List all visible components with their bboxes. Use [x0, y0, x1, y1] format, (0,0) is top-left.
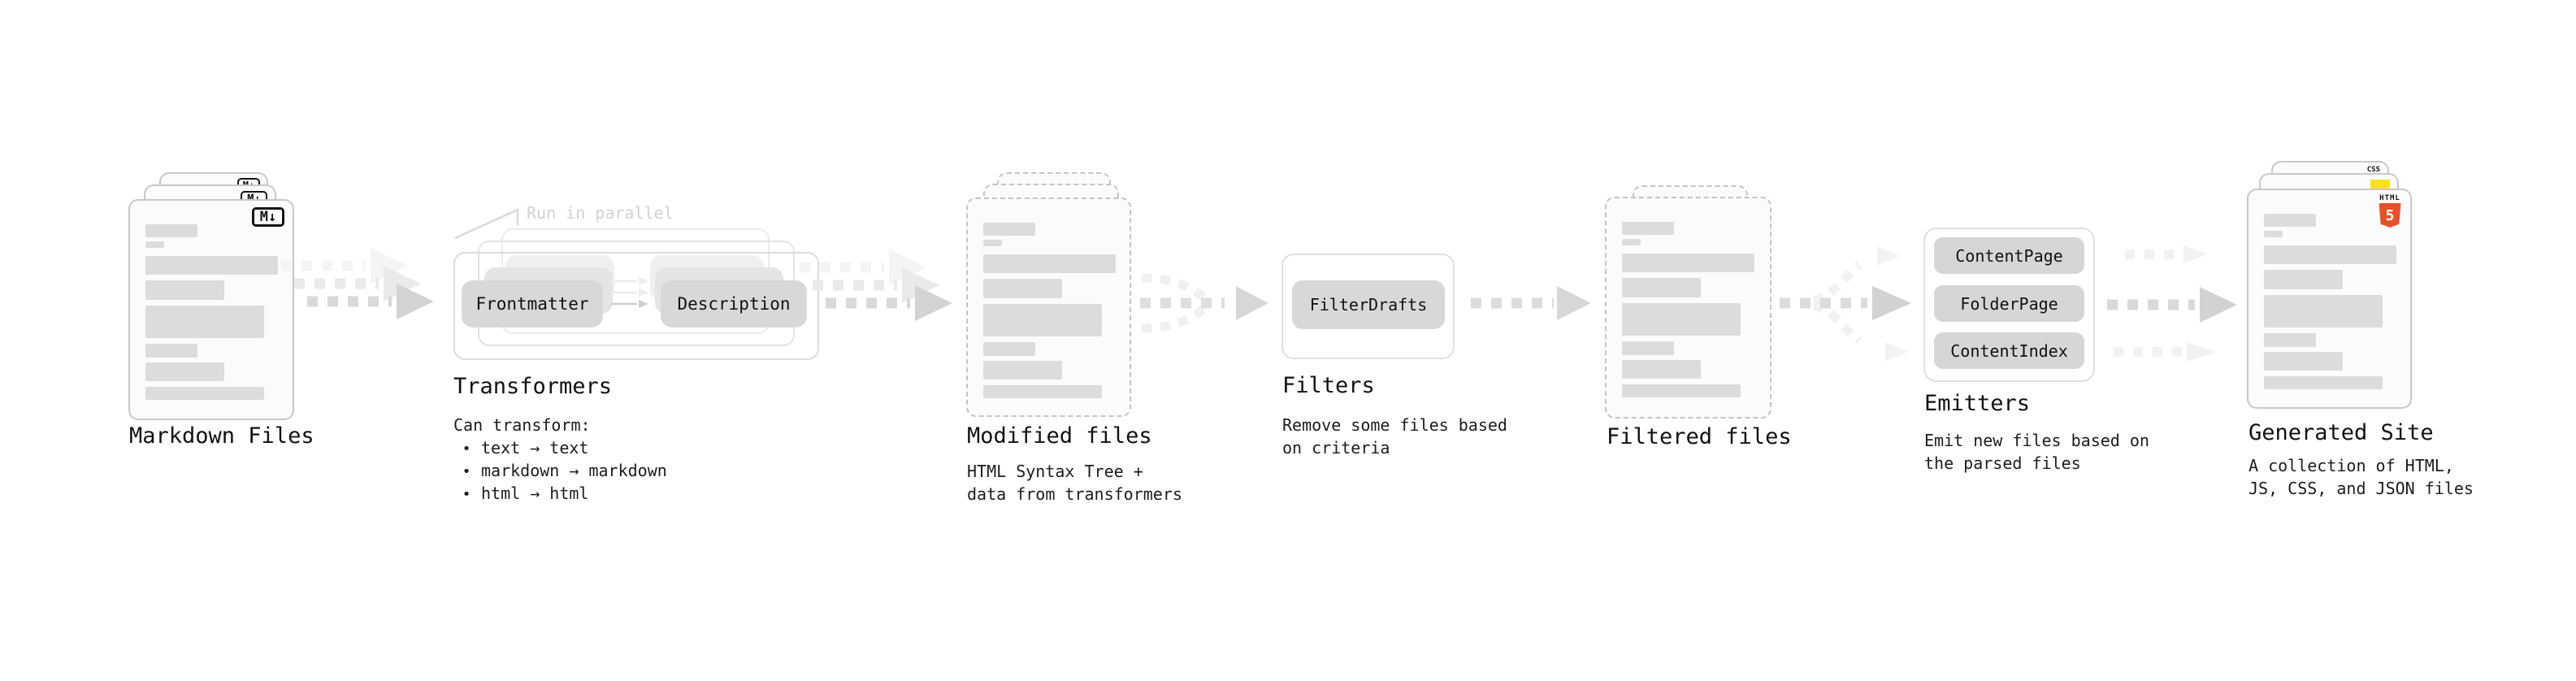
bullet-item: • text → text	[460, 437, 667, 460]
modified-file-card-front	[966, 197, 1131, 417]
doc-line	[983, 254, 1116, 273]
js-icon	[2370, 180, 2390, 191]
doc-line	[2264, 352, 2343, 371]
frontmatter-node: Frontmatter	[462, 280, 603, 327]
parallel-arrows-icon	[611, 277, 648, 308]
bullet-icon: •	[462, 486, 471, 503]
desc-line: HTML Syntax Tree +	[967, 462, 1143, 481]
desc-line: the parsed files	[1924, 453, 2081, 473]
doc-line	[1622, 341, 1674, 355]
doc-line	[2264, 376, 2383, 389]
transformers-desc-title: Can transform:	[453, 415, 591, 435]
doc-line	[145, 344, 197, 358]
doc-line	[983, 279, 1062, 298]
run-in-parallel-note: Run in parallel	[527, 203, 674, 223]
dashed-arrow-icon	[281, 248, 434, 319]
doc-skeleton-lines	[2264, 214, 2396, 389]
doc-line	[1622, 303, 1741, 336]
doc-line	[1622, 360, 1701, 379]
doc-skeleton-lines	[983, 223, 1116, 398]
contentpage-node: ContentPage	[1934, 237, 2084, 274]
merge-arrow-icon	[1140, 273, 1268, 333]
filters-label: Filters	[1282, 373, 1375, 398]
bullet-text: html → html	[481, 484, 589, 503]
markdown-icon: M↓	[252, 207, 284, 227]
desc-line: Remove some files based	[1282, 415, 1507, 435]
desc-line: A collection of HTML,	[2249, 456, 2454, 475]
filtered-file-card-front	[1605, 197, 1772, 419]
triple-dashed-arrow-icon	[2107, 245, 2237, 362]
doc-line	[2264, 333, 2316, 347]
doc-line	[145, 387, 264, 400]
doc-line	[1622, 384, 1741, 397]
doc-line	[983, 385, 1102, 398]
doc-line	[1622, 239, 1641, 245]
filtered-files-label: Filtered files	[1607, 424, 1792, 449]
generated-site-label: Generated Site	[2249, 420, 2434, 445]
annotation-connector-line	[454, 208, 519, 240]
html-file-card: HTML 5	[2247, 189, 2412, 409]
doc-line	[2264, 245, 2396, 264]
doc-skeleton-lines	[145, 224, 278, 400]
transformer-run-layer-front	[453, 252, 819, 360]
fanout-arrow-icon	[1780, 246, 1911, 362]
desc-line: JS, CSS, and JSON files	[2249, 479, 2474, 498]
bullet-text: markdown → markdown	[481, 461, 667, 480]
bullet-item: • html → html	[460, 483, 667, 505]
bullet-icon: •	[462, 463, 471, 480]
doc-line	[1622, 278, 1701, 297]
doc-skeleton-lines	[1622, 222, 1754, 397]
doc-line	[145, 256, 278, 275]
transformers-bullet-list: • text → text • markdown → markdown • html …	[460, 437, 667, 505]
desc-line: on criteria	[1282, 438, 1390, 458]
markdown-file-card-front: M↓	[128, 199, 294, 420]
doc-line	[145, 280, 224, 300]
modified-files-label: Modified files	[967, 423, 1152, 449]
dashed-arrow-icon	[800, 249, 952, 321]
html5-icon-shield: 5	[2379, 203, 2401, 228]
dashed-arrow-icon	[1471, 286, 1591, 320]
doc-line	[2264, 214, 2316, 227]
doc-line	[983, 223, 1035, 236]
doc-line	[983, 240, 1002, 246]
doc-line	[1622, 222, 1674, 235]
doc-line	[983, 361, 1062, 380]
desc-line: Emit new files based on	[1924, 431, 2149, 450]
doc-line	[983, 304, 1102, 336]
doc-line	[145, 241, 164, 248]
bullet-icon: •	[462, 440, 471, 458]
bullet-text: text → text	[481, 438, 589, 458]
bullet-item: • markdown → markdown	[460, 460, 667, 483]
doc-line	[2264, 231, 2283, 237]
contentindex-node: ContentIndex	[1934, 332, 2084, 369]
modified-files-desc: HTML Syntax Tree + data from transformer…	[967, 460, 1182, 505]
doc-line	[145, 224, 197, 237]
html5-icon-word: HTML	[2379, 194, 2400, 202]
emitters-desc: Emit new files based on the parsed files	[1924, 429, 2149, 475]
doc-line	[2264, 270, 2343, 289]
doc-line	[145, 306, 264, 338]
doc-line	[1622, 254, 1754, 272]
markdown-files-label: Markdown Files	[129, 423, 314, 449]
filterdrafts-node: FilterDrafts	[1292, 280, 1445, 329]
doc-line	[2264, 295, 2383, 327]
transformers-label: Transformers	[453, 374, 613, 399]
desc-line: data from transformers	[967, 484, 1182, 504]
description-node: Description	[661, 280, 807, 327]
html5-icon: HTML 5	[2377, 194, 2403, 228]
folderpage-node: FolderPage	[1934, 285, 2084, 322]
generated-site-desc: A collection of HTML, JS, CSS, and JSON …	[2249, 454, 2474, 500]
filters-desc: Remove some files based on criteria	[1282, 414, 1507, 459]
emitters-label: Emitters	[1924, 391, 2031, 416]
doc-line	[145, 362, 224, 381]
doc-line	[983, 342, 1035, 356]
